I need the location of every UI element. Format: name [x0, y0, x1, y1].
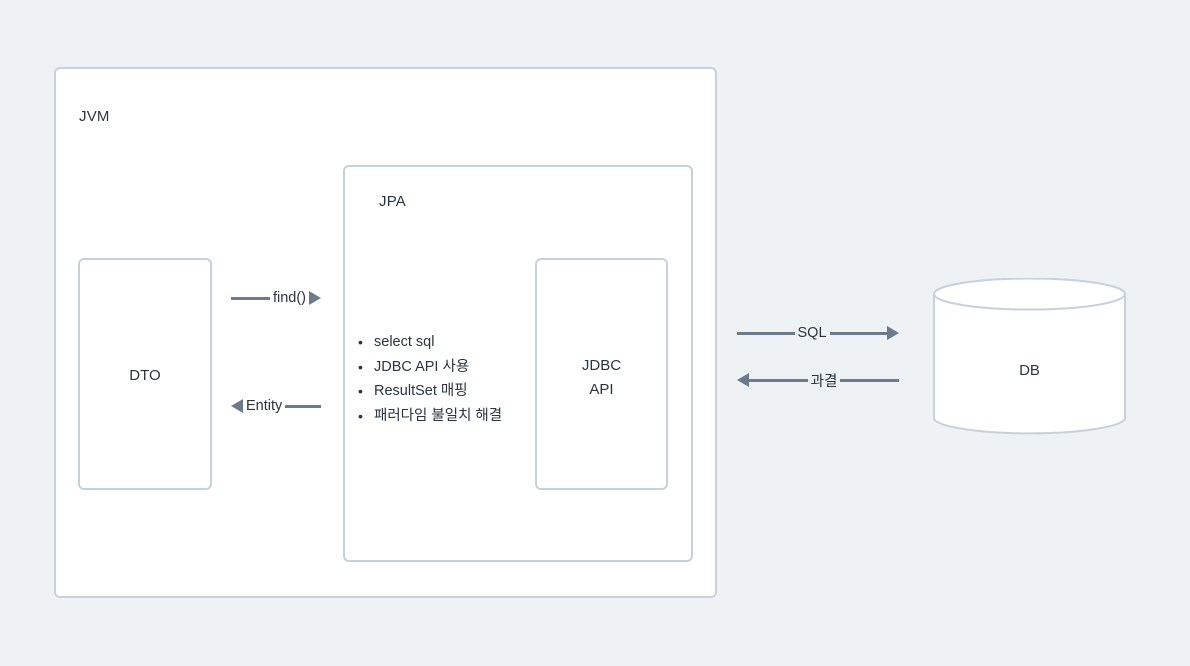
connector-line	[840, 378, 899, 382]
connector-find: find()	[231, 287, 321, 309]
connector-result: 과결	[737, 369, 899, 391]
connector-find-label: find()	[272, 290, 306, 306]
connector-result-label: 과결	[810, 373, 838, 390]
jvm-label: JVM	[79, 108, 110, 125]
connector-line	[749, 378, 808, 382]
list-item: select sql	[358, 330, 502, 355]
connector-entity: Entity	[231, 395, 321, 417]
connector-line	[737, 331, 795, 335]
arrow-left-icon	[737, 373, 749, 387]
list-item: 패러다임 불일치 해결	[358, 404, 502, 429]
dto-box	[78, 258, 212, 490]
jdbc-api-label-line1: JDBC	[581, 357, 622, 374]
arrow-right-icon	[887, 326, 900, 340]
list-item: JDBC API 사용	[358, 355, 502, 380]
connector-sql-label: SQL	[797, 325, 827, 341]
connector-sql: SQL	[737, 322, 900, 344]
dto-label: DTO	[129, 367, 161, 384]
connector-line	[285, 404, 321, 408]
jdbc-api-label-line2: API	[589, 381, 614, 398]
connector-line	[829, 331, 888, 335]
list-item: ResultSet 매핑	[358, 379, 502, 404]
db-cylinder-icon	[932, 278, 1127, 435]
jpa-responsibility-list: select sql JDBC API 사용 ResultSet 매핑 패러다임…	[352, 330, 502, 428]
db-label: DB	[1019, 362, 1040, 379]
arrow-left-icon	[231, 399, 243, 413]
arrow-right-icon	[309, 291, 321, 305]
jpa-label: JPA	[379, 193, 406, 210]
connector-line	[231, 296, 270, 300]
connector-entity-label: Entity	[246, 398, 283, 414]
jdbc-api-label: JDBC API	[535, 354, 668, 402]
jdbc-api-box	[535, 258, 668, 490]
